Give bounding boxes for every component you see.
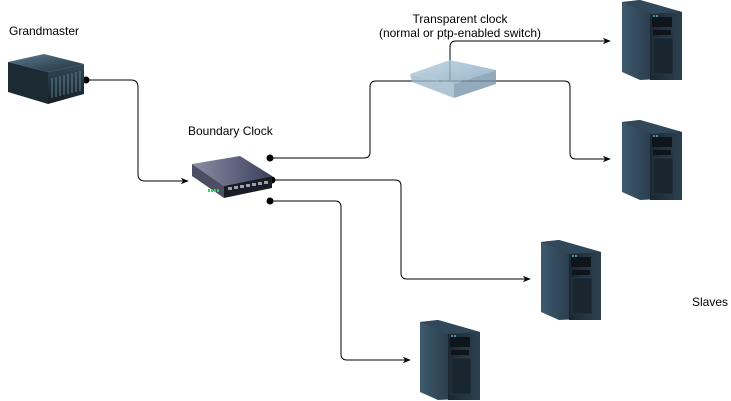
slaves-label: Slaves	[692, 295, 729, 309]
slave-4-tower-server-icon[interactable]	[420, 320, 480, 400]
edge-boundary-slave4	[270, 200, 411, 364]
grandmaster-label: Grandmaster	[9, 24, 80, 38]
slave-3-tower-server-icon[interactable]	[541, 240, 601, 320]
connectors	[86, 37, 611, 364]
port-dot	[266, 154, 274, 162]
transparent-clock-label-line1: Transparent clock	[412, 12, 508, 26]
transparent-clock-label-line2: (normal or ptp-enabled switch)	[378, 26, 542, 40]
grandmaster-rack-server-icon[interactable]	[8, 54, 84, 104]
edge-boundary-slave2	[270, 80, 611, 163]
edge-boundary-slave3	[272, 179, 531, 283]
boundary-clock-switch-icon[interactable]	[192, 156, 272, 198]
transparent-clock-switch-icon[interactable]	[410, 60, 496, 98]
boundary-clock-label: Boundary Clock	[188, 124, 273, 138]
slave-1-tower-server-icon[interactable]	[622, 0, 682, 80]
port-dot	[82, 76, 90, 84]
transparent-clock-label: Transparent clock (normal or ptp-enabled…	[360, 12, 560, 40]
edge-grandmaster-boundary	[86, 79, 189, 185]
port-dot	[266, 197, 274, 205]
slave-2-tower-server-icon[interactable]	[622, 120, 682, 200]
edge-tc-slave1	[449, 37, 611, 81]
